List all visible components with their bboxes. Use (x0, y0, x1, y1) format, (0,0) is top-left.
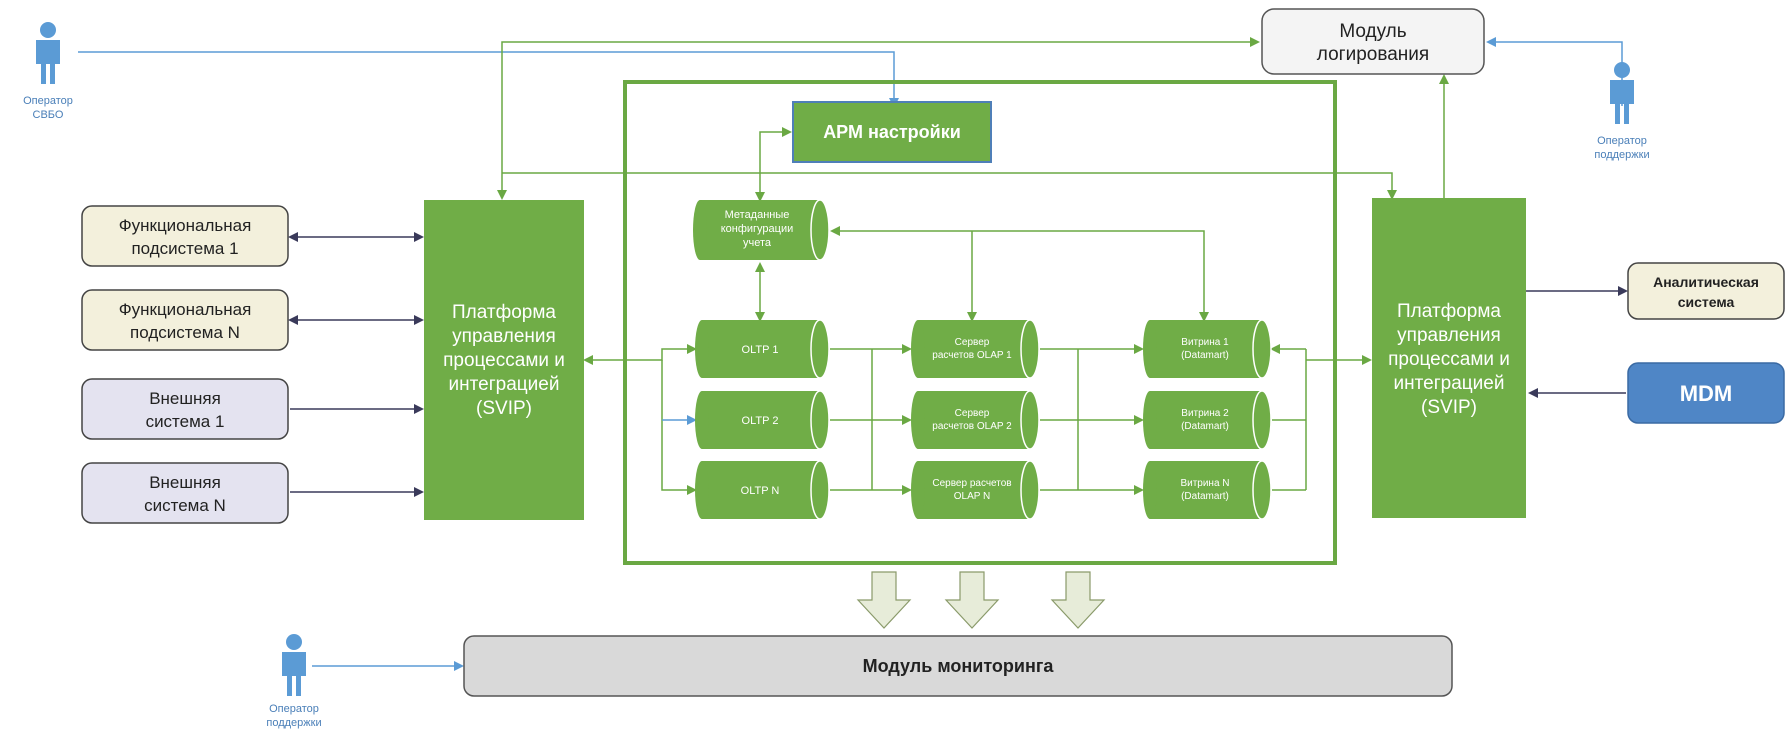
arm-label: АРМ настройки (823, 122, 961, 142)
datamart-n: Витрина N (Datamart) (1143, 460, 1272, 520)
olap-2-label-1: Сервер (955, 408, 990, 419)
operator-support-right-label-1: Оператор (1597, 135, 1647, 147)
person-icon (36, 22, 60, 84)
operator-support-right: Оператор поддержки (1594, 62, 1650, 161)
down-arrow-icon (944, 571, 1000, 629)
analytic-label-2: система (1678, 294, 1735, 310)
metadata-label-2: конфигурации (721, 223, 794, 235)
logging-module: Модуль логирования (1261, 8, 1485, 75)
datamart-2: Витрина 2 (Datamart) (1143, 390, 1272, 450)
datamart-1-label-1: Витрина 1 (1181, 337, 1229, 348)
platform-left-label-4: интеграцией (449, 374, 560, 395)
datamart-n-label-1: Витрина N (1180, 478, 1229, 489)
olap-2: Сервер расчетов OLAP 2 (911, 390, 1040, 450)
metadata-cylinder: Метаданные конфигурации учета (693, 199, 830, 261)
analytic-label-1: Аналитическая (1653, 274, 1759, 290)
oltp-2-label: OLTP 2 (742, 415, 779, 427)
funcN-label-1: Функциональная (119, 300, 252, 319)
olap-n: Сервер расчетов OLAP N (911, 460, 1040, 520)
datamart-n-label-2: (Datamart) (1181, 491, 1229, 502)
platform-left: Платформа управления процессами и интегр… (424, 200, 584, 520)
metadata-label-3: учета (743, 237, 772, 249)
olap-n-label-2: OLAP N (954, 491, 991, 502)
func1-label-2: подсистема 1 (131, 239, 238, 258)
datamart-2-label-2: (Datamart) (1181, 421, 1229, 432)
platform-right-label-4: интеграцией (1394, 373, 1505, 394)
olap-1: Сервер расчетов OLAP 1 (911, 319, 1040, 379)
down-arrow-icon (856, 571, 912, 629)
oltp-1: OLTP 1 (695, 319, 830, 379)
operator-support-bottom-label-2: поддержки (266, 717, 321, 729)
ext1-label-2: система 1 (146, 412, 225, 431)
functional-subsystem-n: Функциональная подсистема N (81, 289, 289, 351)
monitoring-module: Модуль мониторинга (463, 635, 1453, 697)
platform-right: Платформа управления процессами и интегр… (1372, 198, 1526, 518)
operator-support-bottom-label-1: Оператор (269, 703, 319, 715)
datamart-1: Витрина 1 (Datamart) (1143, 319, 1272, 379)
platform-right-label-2: управления (1397, 325, 1501, 346)
olap-n-label-1: Сервер расчетов (932, 478, 1011, 489)
olap-1-label-1: Сервер (955, 337, 990, 348)
platform-left-label-5: (SVIP) (476, 398, 532, 419)
platform-left-label-1: Платформа (452, 302, 556, 323)
down-arrow-icon (1050, 571, 1106, 629)
person-icon (1610, 62, 1634, 124)
operator-svbo: Оператор СВБО (23, 22, 73, 121)
operator-support-right-label-2: поддержки (1594, 149, 1649, 161)
metadata-label-1: Метаданные (725, 209, 790, 221)
platform-right-label-3: процессами и (1388, 349, 1510, 370)
core-container (623, 80, 1337, 565)
funcN-label-2: подсистема N (130, 323, 240, 342)
logging-label-1: Модуль (1339, 21, 1406, 42)
mdm-system: MDM (1627, 362, 1785, 424)
func1-label-1: Функциональная (119, 216, 252, 235)
olap-1-label-2: расчетов OLAP 1 (932, 350, 1012, 361)
functional-subsystem-1: Функциональная подсистема 1 (81, 205, 289, 267)
analytic-system: Аналитическая система (1627, 262, 1785, 320)
platform-right-label-1: Платформа (1397, 301, 1501, 322)
platform-right-label-5: (SVIP) (1421, 397, 1477, 418)
oltp-2: OLTP 2 (695, 390, 830, 450)
platform-left-label-2: управления (452, 326, 556, 347)
arm-settings: АРМ настройки (792, 101, 992, 163)
oltp-1-label: OLTP 1 (742, 344, 779, 356)
oltp-n: OLTP N (695, 460, 830, 520)
ext1-label-1: Внешняя (149, 389, 221, 408)
datamart-1-label-2: (Datamart) (1181, 350, 1229, 361)
logging-label-2: логирования (1317, 44, 1429, 65)
extN-label-2: система N (144, 496, 226, 515)
platform-left-label-3: процессами и (443, 350, 565, 371)
extN-label-1: Внешняя (149, 473, 221, 492)
monitoring-label: Модуль мониторинга (863, 656, 1055, 676)
operator-svbo-label-2: СВБО (33, 109, 64, 121)
mdm-label: MDM (1680, 381, 1733, 406)
external-system-n: Внешняя система N (81, 462, 289, 524)
datamart-2-label-1: Витрина 2 (1181, 408, 1229, 419)
olap-2-label-2: расчетов OLAP 2 (932, 421, 1012, 432)
operator-svbo-label-1: Оператор (23, 95, 73, 107)
monitoring-arrows (856, 571, 1106, 629)
external-system-1: Внешняя система 1 (81, 378, 289, 440)
oltp-n-label: OLTP N (741, 485, 780, 497)
person-icon (282, 634, 306, 696)
operator-support-bottom: Оператор поддержки (266, 634, 322, 729)
